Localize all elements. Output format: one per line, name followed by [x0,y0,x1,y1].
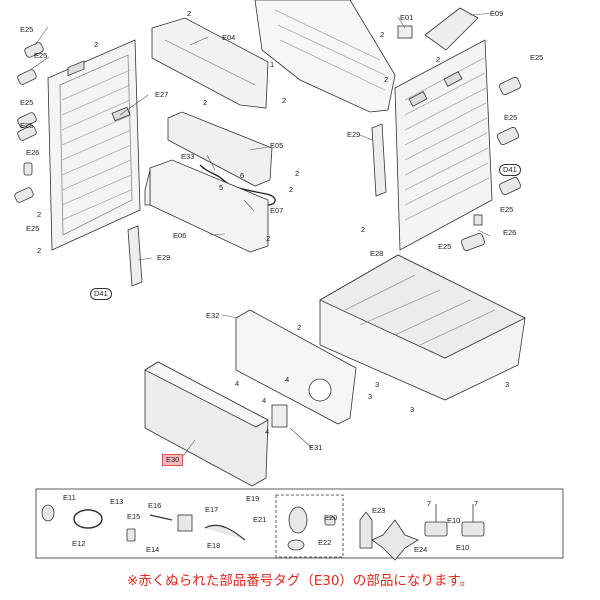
callout-7: 7 [474,499,479,508]
label-e28: E28 [370,249,384,258]
callout-3: 3 [410,405,415,414]
label-e10-a: E10 [447,516,461,525]
label-e16: E16 [148,501,162,510]
left-clips [14,42,44,203]
part-e01 [397,25,413,39]
label-e29-left: E29 [157,253,171,262]
label-e19: E19 [246,494,260,503]
label-e25-e: E25 [26,224,40,233]
label-e18: E18 [207,541,221,550]
lower-tray-e06 [144,159,269,253]
label-e29-right: E29 [347,130,361,139]
label-e31: E31 [309,443,323,452]
label-e09: E09 [490,9,504,18]
label-e13: E13 [110,497,124,506]
callout-2: 2 [295,169,300,178]
label-e25-r1: E25 [530,53,544,62]
center-bracket-e04 [151,17,269,109]
front-cover-e30 [144,361,269,487]
leader-lines [29,12,497,461]
label-e04: E04 [222,33,236,42]
label-e25-r3: E25 [500,205,514,214]
callout-1: 1 [270,60,275,69]
label-e25-d: E25 [20,121,34,130]
callout-2: 2 [37,210,42,219]
label-e24: E24 [414,545,428,554]
callout-6: 6 [240,171,245,180]
left-rail-e29 [127,225,143,287]
label-e14: E14 [146,545,160,554]
callout-4: 4 [265,427,270,436]
label-e05: E05 [270,141,284,150]
label-e32: E32 [206,311,220,320]
callout-3: 3 [368,392,373,401]
callout-4: 4 [235,379,240,388]
front-frame-e32 [235,309,357,425]
label-e33: E33 [181,152,195,161]
callout-2: 2 [380,30,385,39]
label-e25-a: E25 [20,25,34,34]
callout-2: 2 [203,98,208,107]
highlight-note: ※赤くぬられた部品番号タグ（E30）の部品になります。 [126,573,474,589]
accessory-box [35,488,564,559]
label-e17: E17 [205,505,219,514]
right-side-panel [394,39,493,251]
label-e07: E07 [270,206,284,215]
callout-2: 2 [282,96,287,105]
label-e22: E22 [318,538,332,547]
plate-e31 [271,404,288,428]
callout-5: 5 [219,183,224,192]
callout-4: 4 [285,375,290,384]
right-clips [461,76,522,251]
callout-3: 3 [505,380,510,389]
callout-4: 4 [262,396,267,405]
accessory-parts [41,504,485,561]
label-e25-c: E25 [20,98,34,107]
callout-2: 2 [384,75,389,84]
label-e06: E06 [173,231,187,240]
label-e01: E01 [400,13,414,22]
label-e25-b: E25 [34,51,48,60]
label-e15: E15 [127,512,141,521]
label-d41-right: D41 [499,164,521,176]
bracket-e05 [167,111,273,187]
right-rail-e28 [371,123,387,197]
label-e25-r2: E25 [504,113,518,122]
callout-2: 2 [37,246,42,255]
label-e21: E21 [253,515,267,524]
label-e20: E20 [324,513,338,522]
callout-2: 2 [94,40,99,49]
label-e11: E11 [63,493,76,502]
callout-2: 2 [266,234,271,243]
callout-2: 2 [289,185,294,194]
callout-2: 2 [436,55,441,64]
label-e26-right: E26 [503,228,517,237]
left-side-panel-e27 [47,39,141,251]
label-e30-highlighted: E30 [162,454,184,466]
callout-2: 2 [361,225,366,234]
callout-3: 3 [375,380,380,389]
label-e27: E27 [155,90,169,99]
label-e23: E23 [372,506,386,515]
label-e26-left: E26 [26,148,40,157]
label-e10-b: E10 [456,543,470,552]
part-e09 [424,7,479,51]
label-e25-r4: E25 [438,242,452,251]
base-tray [319,254,526,401]
label-e12: E12 [72,539,86,548]
label-d41-left: D41 [90,288,112,300]
center-back-plate [254,0,396,113]
callout-2: 2 [187,9,192,18]
callout-2: 2 [297,323,302,332]
callout-7: 7 [427,499,432,508]
